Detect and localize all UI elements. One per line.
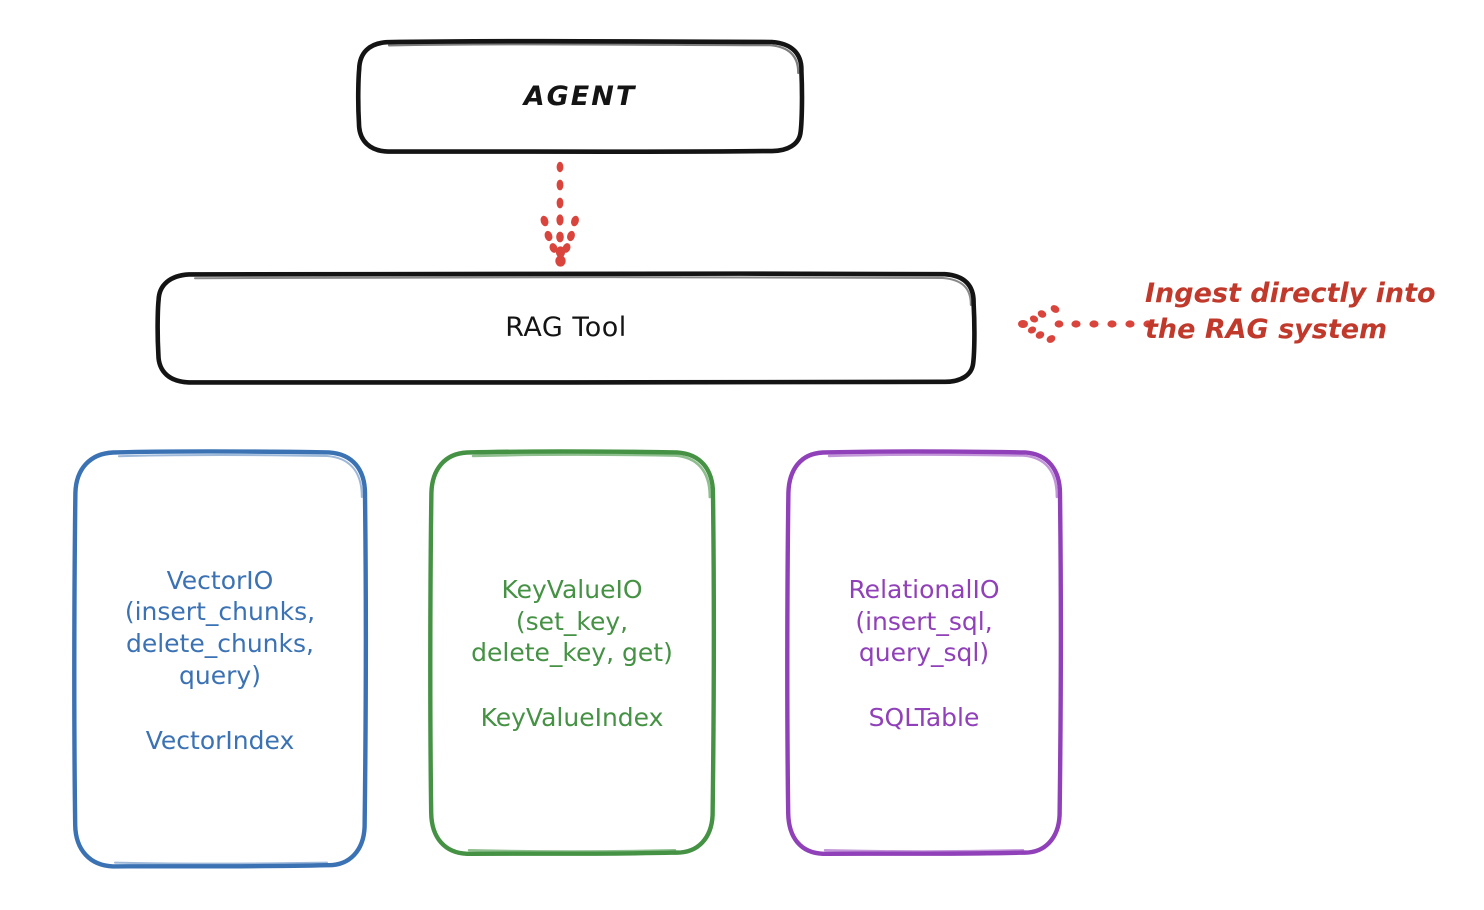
- rag-tool-label: RAG Tool: [505, 311, 627, 343]
- key-value-io-sublabel: KeyValueIndex: [480, 703, 664, 733]
- relational-io-label: RelationalIO (insert_sql, query_sql): [848, 574, 1000, 668]
- arrow-ingest-to-rag-tool: [1018, 305, 1153, 343]
- key-value-io-label: KeyValueIO (set_key, delete_key, get): [471, 574, 673, 668]
- agent-label: AGENT: [523, 80, 637, 112]
- node-agent[interactable]: AGENT: [355, 38, 805, 155]
- node-vector-io[interactable]: VectorIO (insert_chunks, delete_chunks, …: [71, 449, 369, 870]
- annotation-ingest-directly: Ingest directly into the RAG system: [1145, 278, 1436, 345]
- node-relational-io[interactable]: RelationalIO (insert_sql, query_sql) SQL…: [784, 449, 1064, 857]
- vector-io-sublabel: VectorIndex: [145, 725, 295, 755]
- vector-io-label: VectorIO (insert_chunks, delete_chunks, …: [124, 565, 316, 690]
- arrow-agent-to-rag-tool: [540, 161, 579, 267]
- relational-io-sublabel: SQLTable: [868, 703, 980, 733]
- node-rag-tool[interactable]: RAG Tool: [155, 270, 977, 385]
- node-key-value-io[interactable]: KeyValueIO (set_key, delete_key, get) Ke…: [427, 449, 717, 857]
